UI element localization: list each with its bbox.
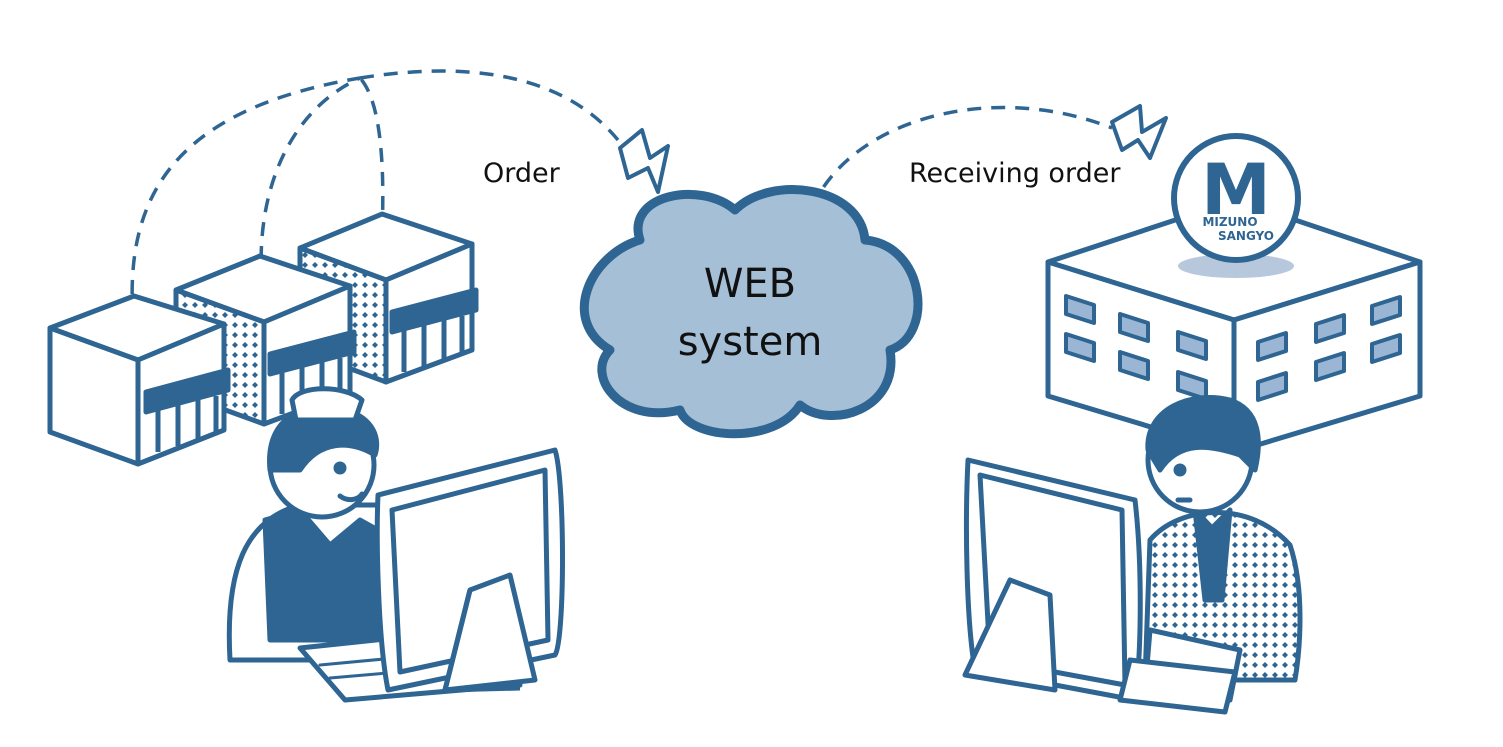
salesman	[1142, 394, 1303, 703]
logo-text-line2: SANGYO	[1218, 229, 1274, 243]
order-link	[359, 69, 620, 142]
store-computer	[374, 447, 565, 693]
logo-text-line1: MIZUNO	[1202, 215, 1257, 229]
company-logo: M MIZUNO SANGYO	[1171, 133, 1301, 278]
web-system-label: WEB system	[640, 255, 860, 371]
web-system-cloud	[579, 185, 923, 439]
receiving-order-label: Receiving order	[909, 158, 1121, 189]
order-label: Order	[483, 158, 560, 189]
receiving-signal-icon	[1110, 104, 1168, 160]
cloud-label-line1: WEB	[703, 261, 797, 307]
cloud-label-line2: system	[677, 319, 823, 365]
company-building	[1045, 197, 1423, 455]
logo-letter: M	[1201, 149, 1271, 231]
order-signal-icon	[618, 128, 670, 194]
company-computer	[962, 457, 1238, 715]
logo-shadow	[1178, 254, 1294, 278]
receiving-link	[810, 105, 1113, 209]
store-1	[47, 293, 231, 467]
store-links	[130, 69, 1113, 319]
